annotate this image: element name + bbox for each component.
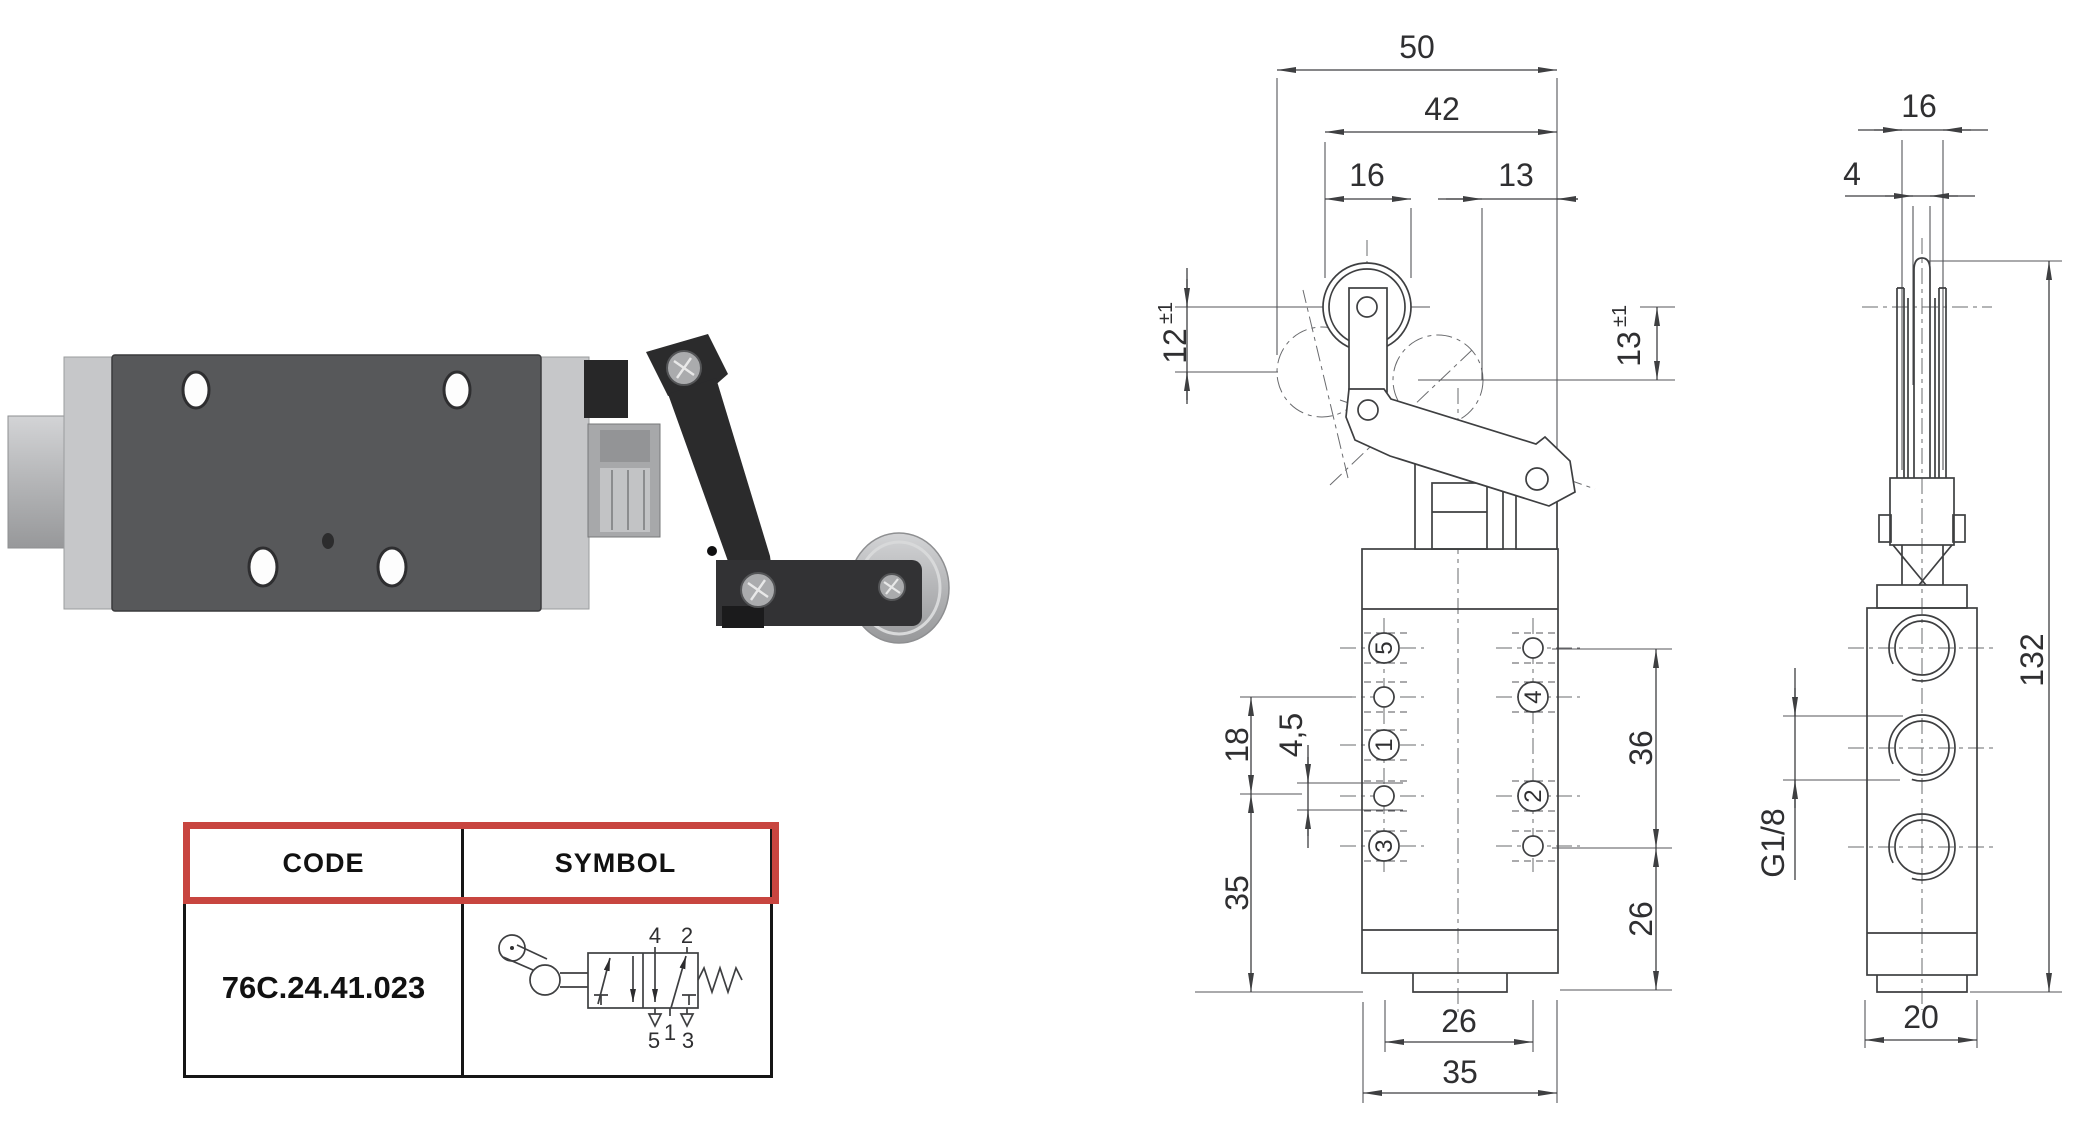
- table-header-row: CODE SYMBOL: [186, 825, 770, 901]
- symbol-spring-icon: [697, 965, 743, 995]
- port-4: 4: [1517, 681, 1549, 713]
- photo-hole-small: [707, 546, 717, 556]
- svg-text:3: 3: [1371, 839, 1398, 852]
- header-code: CODE: [282, 847, 365, 878]
- photo-valve-body: [111, 354, 542, 612]
- port-hole: [1522, 835, 1544, 857]
- svg-text:1: 1: [1371, 738, 1398, 751]
- lever-arm-front: [1345, 388, 1576, 507]
- g18-port: [1888, 614, 1956, 682]
- g18-port: [1888, 813, 1956, 881]
- mounting-hole: [442, 370, 472, 410]
- g18-port: [1888, 714, 1956, 782]
- port-hole: [1373, 785, 1395, 807]
- symbol-port-3: 3: [682, 1028, 694, 1053]
- mounting-hole: [247, 546, 279, 588]
- port-1: 1: [1368, 729, 1400, 761]
- spec-table: CODE SYMBOL 76C.24.41.023: [183, 822, 779, 1078]
- photo-piston-detail: [600, 430, 650, 462]
- dim-18: 18: [1219, 727, 1255, 763]
- dim-35-left: 35: [1219, 875, 1255, 911]
- port-3: 3: [1368, 830, 1400, 862]
- photo-clamp-block: [584, 360, 628, 418]
- dim-4-side: 4: [1843, 156, 1861, 192]
- product-code: 76C.24.41.023: [221, 970, 426, 1005]
- mounting-hole: [376, 546, 408, 588]
- valve-body-front: [1361, 548, 1559, 974]
- dim-26-bottom: 26: [1441, 1003, 1477, 1039]
- dim-travel-left: 12 ±1: [1155, 302, 1193, 364]
- dim-26-right: 26: [1623, 901, 1659, 937]
- svg-text:5: 5: [1371, 641, 1398, 654]
- dim-42: 42: [1424, 91, 1460, 127]
- table-column-divider: [461, 825, 464, 1075]
- svg-text:2: 2: [1520, 789, 1547, 802]
- photo-screw: [666, 350, 702, 386]
- dim-travel-right: 13 ±1: [1609, 305, 1647, 367]
- symbol-port-1: 1: [664, 1020, 676, 1045]
- dim-36: 36: [1623, 730, 1659, 766]
- roller-holder: [1348, 287, 1388, 393]
- pneumatic-symbol: 4 2 5 1 3: [498, 923, 743, 1053]
- photo-bracket-tab: [722, 606, 764, 628]
- symbol-port-2: 2: [681, 923, 693, 948]
- svg-text:±1: ±1: [1155, 302, 1177, 324]
- symbol-cell: [461, 901, 770, 1075]
- valve-body-side: [1866, 607, 1978, 976]
- photo-piston-face: [600, 468, 650, 532]
- port-5: 5: [1368, 632, 1400, 664]
- photo-left-endcap: [63, 356, 115, 610]
- port-hole: [1373, 686, 1395, 708]
- dim-16-side: 16: [1901, 88, 1937, 124]
- symbol-port-4: 4: [649, 923, 661, 948]
- photo-right-endcap: [539, 356, 590, 610]
- center-pin-hole: [322, 533, 334, 549]
- svg-text:4: 4: [1520, 690, 1547, 703]
- front-view-drawing: 50 42 16 13 12 ±1 13 ±1 18 4,5 35: [1155, 29, 1675, 1103]
- dim-overall-width: 50: [1399, 29, 1435, 65]
- header-symbol: SYMBOL: [554, 847, 677, 878]
- photo-left-plug: [7, 415, 67, 549]
- dim-20: 20: [1903, 999, 1939, 1035]
- table-body-row: 76C.24.41.023: [186, 901, 770, 1075]
- photo-screw: [878, 573, 906, 601]
- product-photo: [7, 334, 950, 644]
- dim-35-bottom: 35: [1442, 1054, 1478, 1090]
- svg-text:12: 12: [1157, 328, 1193, 364]
- thread-label: G1/8: [1755, 808, 1791, 877]
- svg-text:±1: ±1: [1609, 305, 1631, 327]
- dim-roller-dia: 16: [1349, 157, 1385, 193]
- port-hole: [1522, 637, 1544, 659]
- clamp-side: [1889, 477, 1955, 546]
- photo-screw: [740, 572, 776, 608]
- dim-13: 13: [1498, 157, 1534, 193]
- port-2: 2: [1517, 780, 1549, 812]
- photo-lever-arm: [668, 378, 772, 584]
- symbol-port-5: 5: [648, 1028, 660, 1053]
- dim-132: 132: [2014, 633, 2050, 686]
- side-view-drawing: 16 4 132 20 G1/8: [1755, 88, 2062, 1048]
- mounting-hole: [181, 370, 211, 410]
- svg-text:13: 13: [1611, 331, 1647, 367]
- dim-4-5: 4,5: [1273, 713, 1309, 757]
